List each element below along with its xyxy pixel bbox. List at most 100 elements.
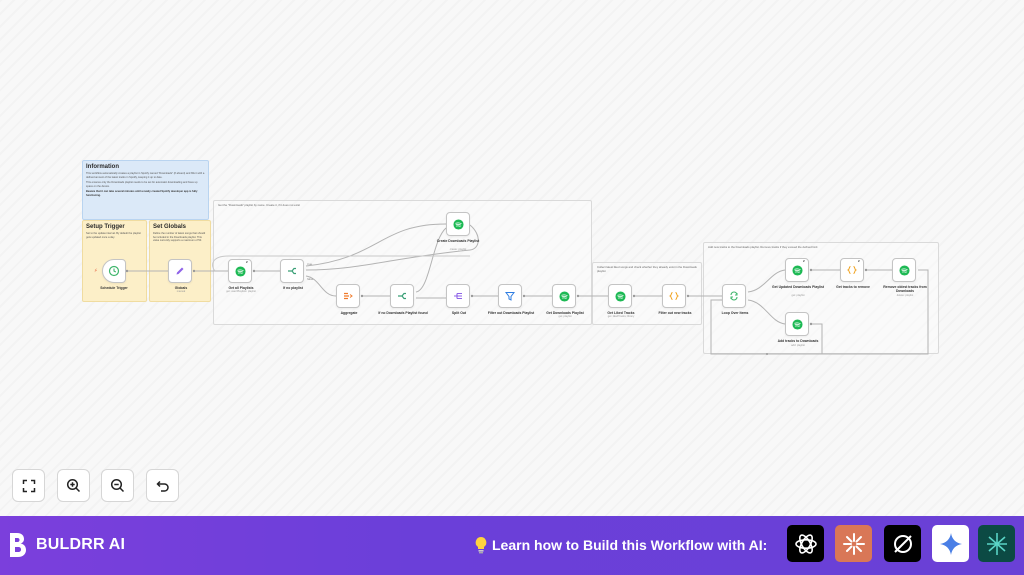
spotify-icon — [614, 290, 626, 302]
code-braces-icon — [668, 292, 680, 300]
globals-label: Globals — [174, 286, 188, 290]
get-all-playlists-label: Get all Playlists — [228, 286, 254, 290]
aggregate-node[interactable] — [336, 284, 360, 308]
filter-downloads-label: Filter out Downloads Playlist — [487, 311, 535, 315]
spotify-icon — [452, 218, 464, 230]
aggregate-icon — [344, 292, 353, 300]
spotify-icon — [234, 265, 246, 277]
zoom-in-icon — [66, 478, 81, 493]
zoom-in-button[interactable] — [57, 469, 90, 502]
claude-button[interactable] — [835, 525, 872, 562]
get-updated-label: Get Updated Downloads Playlist — [772, 285, 824, 289]
if-no-playlist-node[interactable] — [280, 259, 304, 283]
get-downloads-label: Get Downloads Playlist — [546, 311, 584, 315]
branch-true-label: true — [307, 262, 313, 266]
chatgpt-icon — [794, 533, 817, 554]
zoom-out-icon — [110, 478, 125, 493]
remove-oldest-label: Remove oldest tracks from Downloads — [883, 285, 927, 293]
lightbulb-icon — [475, 537, 487, 554]
if-no-downloads-node[interactable] — [390, 284, 414, 308]
if-no-downloads-label: If no Downloads Playlist found — [378, 311, 428, 315]
information-title: Information — [86, 164, 119, 170]
set-globals-text: Define the number of latest songs that s… — [153, 232, 206, 243]
get-downloads-node[interactable] — [552, 284, 576, 308]
brand-name: BULDRR AI — [36, 536, 126, 553]
group3-caption: Add new tracks to the Downloads playlist… — [708, 245, 818, 249]
schedule-trigger-label: Schedule Trigger — [100, 286, 128, 290]
brand[interactable]: BULDRR AI — [8, 532, 125, 558]
if-no-playlist-label: If no playlist — [283, 286, 303, 290]
loop-label: Loop Over Items — [721, 311, 749, 315]
get-tracks-remove-node[interactable] — [840, 258, 864, 282]
get-downloads-sub: get: playlist — [558, 315, 572, 318]
learn-text: Learn how to Build this Workflow with AI… — [492, 537, 768, 553]
globals-node[interactable] — [168, 259, 192, 283]
deepseek-icon — [986, 532, 1007, 555]
get-liked-sub: get: likedTracks: library — [607, 315, 635, 318]
branch-icon — [288, 267, 296, 275]
information-text-3: Beware that it can take several minutes … — [86, 190, 198, 197]
set-globals-title: Set Globals — [153, 224, 187, 230]
split-icon — [454, 292, 462, 300]
clock-icon — [108, 265, 120, 277]
get-updated-sub: get: playlist — [791, 294, 805, 297]
connection-wires — [125, 223, 929, 355]
loop-icon — [730, 291, 738, 301]
spotify-icon — [791, 318, 803, 330]
spotify-icon — [898, 264, 910, 276]
get-tracks-remove-label: Get tracks to remove — [836, 285, 870, 289]
get-liked-node[interactable] — [608, 284, 632, 308]
remove-oldest-sub: delete: playlist — [896, 294, 914, 297]
get-updated-node[interactable] — [785, 258, 809, 282]
globals-sub: manual — [176, 290, 186, 293]
information-sticky[interactable]: Information This workflow automatically … — [82, 160, 209, 220]
buldrr-logo-icon — [10, 533, 26, 557]
filter-downloads-node[interactable] — [498, 284, 522, 308]
create-downloads-label: Create Downloads Playlist — [436, 239, 480, 243]
create-downloads-sub: create: playlist — [449, 248, 467, 251]
setup-trigger-title: Setup Trigger — [86, 224, 125, 230]
filter-new-label: Filter out new tracks — [658, 311, 692, 315]
setup-trigger-text: Set to the update interval. By default t… — [86, 232, 141, 239]
create-downloads-node[interactable] — [446, 212, 470, 236]
remove-oldest-node[interactable] — [892, 258, 916, 282]
deepseek-button[interactable] — [978, 525, 1015, 562]
add-tracks-label: Add tracks to Downloads — [777, 339, 819, 343]
perplexity-button[interactable] — [884, 525, 921, 562]
fit-view-icon — [22, 479, 35, 492]
gemini-button[interactable] — [932, 525, 969, 562]
get-all-playlists-node[interactable] — [228, 259, 252, 283]
aggregate-label: Aggregate — [340, 311, 358, 315]
loop-node[interactable] — [722, 284, 746, 308]
add-tracks-sub: add: playlist — [791, 344, 805, 347]
fit-view-button[interactable] — [12, 469, 45, 502]
split-out-node[interactable] — [446, 284, 470, 308]
group2-caption: Collect latest liked songs and check whe… — [597, 265, 697, 273]
branch-icon — [398, 292, 406, 300]
spotify-icon — [791, 264, 803, 276]
learn-cta: Learn how to Build this Workflow with AI… — [474, 536, 767, 554]
trigger-bolt-icon: ⚡ — [94, 268, 98, 274]
information-text-1: This workflow automatically creates a pl… — [86, 172, 205, 179]
get-all-playlists-badge: 2 — [246, 260, 248, 264]
gemini-icon — [939, 532, 962, 555]
group1-caption: Get the "Downloads" playlist by name. Cr… — [218, 203, 300, 207]
undo-button[interactable] — [146, 469, 179, 502]
pencil-icon — [176, 267, 184, 275]
workflow-canvas[interactable]: Information This workflow automatically … — [0, 0, 1024, 516]
schedule-trigger-node[interactable] — [102, 259, 126, 283]
add-tracks-node[interactable] — [785, 312, 809, 336]
branch-false-label: false — [307, 277, 314, 281]
get-all-playlists-sub: get: user/Playlists: playlist — [226, 290, 256, 293]
get-liked-label: Get Liked Tracks — [607, 311, 635, 315]
claude-icon — [842, 532, 865, 555]
spotify-icon — [558, 290, 570, 302]
filter-icon — [505, 292, 515, 301]
split-out-label: Split Out — [451, 311, 467, 315]
get-tracks-remove-badge: 2 — [858, 259, 860, 263]
code-braces-icon — [846, 266, 858, 274]
filter-new-node[interactable] — [662, 284, 686, 308]
undo-icon — [155, 480, 169, 492]
zoom-out-button[interactable] — [101, 469, 134, 502]
chatgpt-button[interactable] — [787, 525, 824, 562]
